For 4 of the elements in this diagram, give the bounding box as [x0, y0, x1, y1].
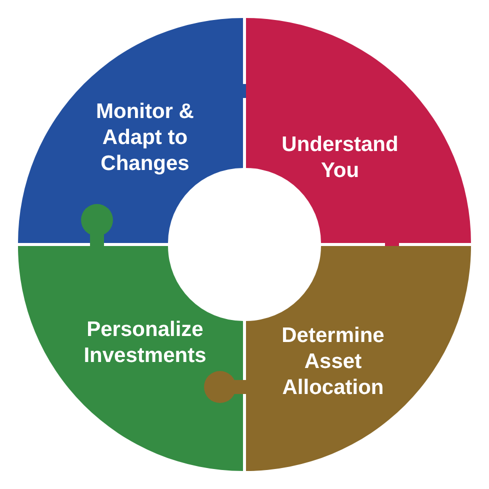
piece-label: Personalize Investments	[82, 317, 208, 369]
piece-label: Understand You	[280, 132, 400, 184]
piece-label: Monitor & Adapt to Changes	[95, 99, 195, 177]
piece-label: Determine Asset Allocation	[280, 323, 386, 401]
